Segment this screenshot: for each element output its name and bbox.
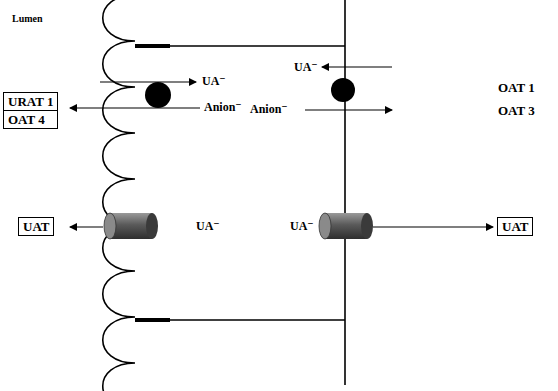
flux-arrow bbox=[305, 109, 392, 110]
transporter-label: OAT 1 bbox=[498, 81, 535, 95]
tight-junction bbox=[135, 44, 170, 48]
transporter-label: OAT 3 bbox=[498, 104, 535, 118]
flux-arrow bbox=[70, 107, 200, 108]
exchanger-symbol bbox=[145, 82, 171, 108]
channel-symbol bbox=[319, 213, 373, 239]
ion-label: Anion⁻ bbox=[204, 100, 242, 114]
flux-arrow bbox=[100, 81, 196, 82]
transporter-box: URAT 1 bbox=[3, 92, 58, 111]
exchanger-symbol bbox=[331, 78, 355, 102]
cell-border bbox=[170, 45, 345, 47]
ion-label: Anion⁻ bbox=[250, 102, 288, 116]
transporter-box: OAT 4 bbox=[3, 110, 58, 129]
box-text: UAT bbox=[502, 219, 528, 234]
box-text: OAT 4 bbox=[8, 112, 53, 127]
ion-label: UA⁻ bbox=[290, 219, 314, 233]
transporter-box: UAT bbox=[18, 217, 54, 236]
tight-junction bbox=[135, 318, 170, 322]
flux-arrow bbox=[322, 66, 392, 67]
basolateral-membrane bbox=[344, 0, 346, 385]
ion-label: UA⁻ bbox=[294, 60, 318, 74]
cell-border bbox=[170, 319, 345, 321]
apical-membrane bbox=[103, 0, 135, 391]
region-label: Lumen bbox=[12, 12, 43, 26]
transporter-box: UAT bbox=[497, 217, 533, 236]
flux-arrow bbox=[70, 226, 103, 227]
box-text: UAT bbox=[23, 219, 49, 234]
box-text: URAT 1 bbox=[8, 94, 53, 109]
ion-label: UA⁻ bbox=[202, 74, 226, 88]
flux-arrow bbox=[373, 226, 493, 227]
ion-label: UA⁻ bbox=[196, 219, 220, 233]
channel-symbol bbox=[104, 213, 158, 239]
